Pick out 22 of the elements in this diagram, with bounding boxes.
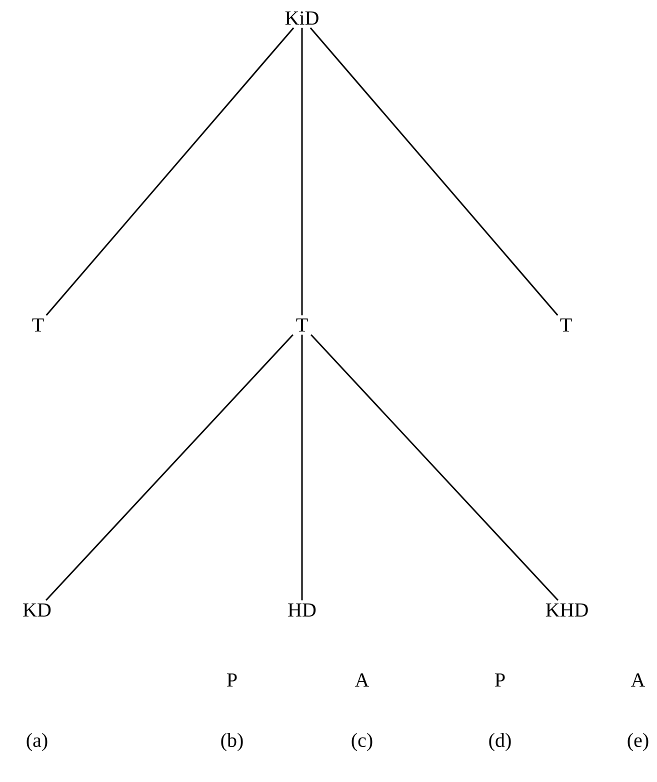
tree-line (310, 27, 558, 316)
label: A (354, 673, 370, 687)
label: (c) (352, 732, 372, 752)
tree-line (46, 27, 294, 316)
node-label: KD (23, 603, 51, 617)
label: P (227, 673, 237, 687)
tree-line (301, 28, 303, 316)
node-label: HD (288, 603, 316, 617)
node-label: T (32, 318, 44, 332)
tree-line (310, 334, 558, 601)
label: P (495, 673, 505, 687)
node-label: KHD (546, 603, 588, 617)
label: (d) (489, 732, 511, 752)
node-label: T (560, 318, 572, 332)
label: (b) (221, 732, 243, 752)
label: (a) (26, 732, 48, 752)
label: A (630, 673, 646, 687)
tree-line (46, 334, 294, 601)
tree-line (301, 334, 303, 600)
node-label: KiD (285, 11, 318, 25)
label: (e) (628, 732, 648, 752)
node-label: T (296, 318, 308, 332)
